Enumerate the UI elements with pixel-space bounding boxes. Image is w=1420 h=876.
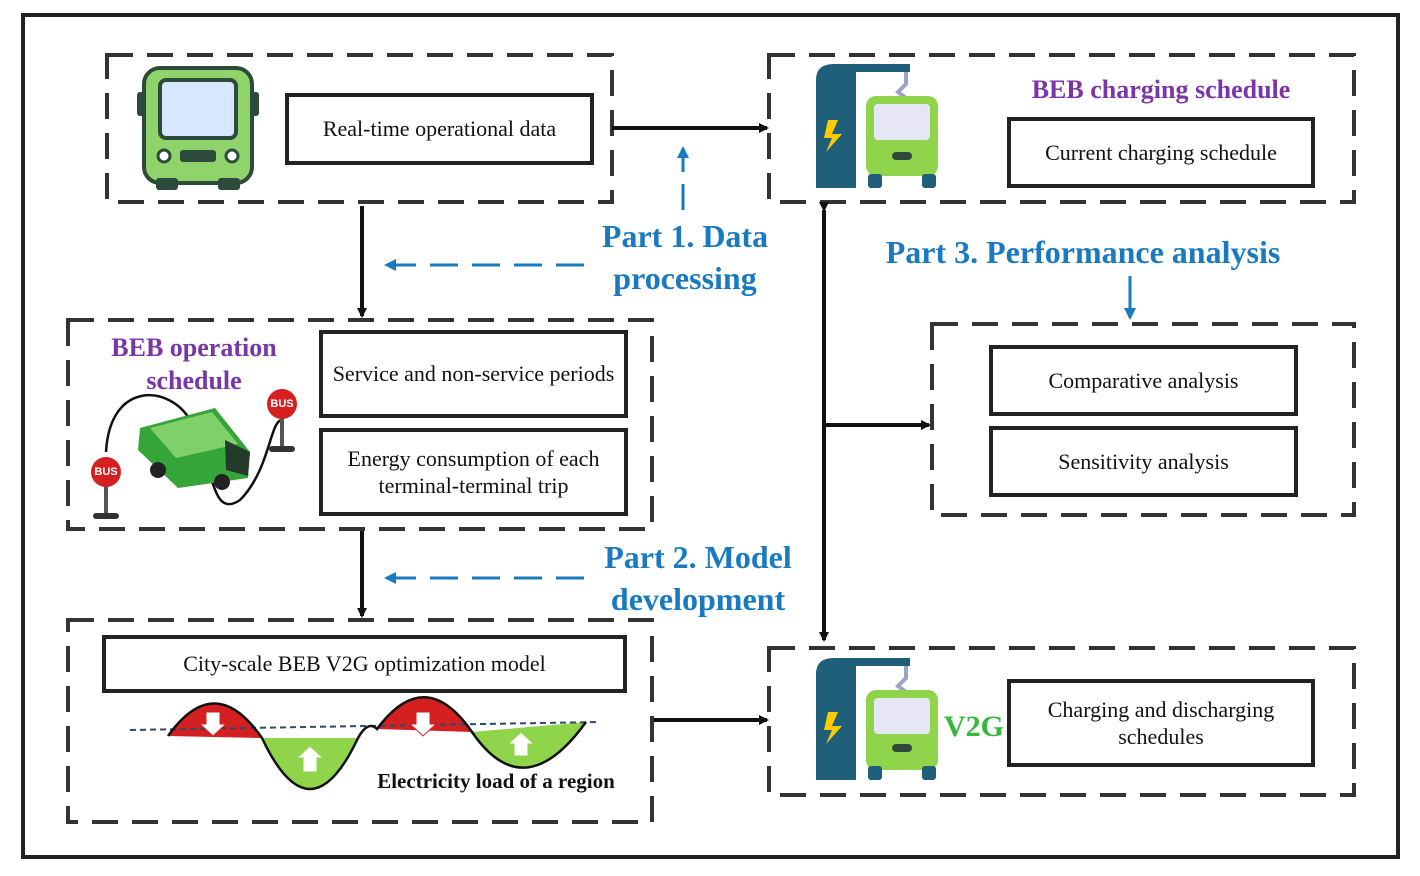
beb-charging-title: BEB charging schedule (1031, 75, 1291, 104)
bus-sign-text-right: BUS (270, 398, 294, 410)
current-charging-label: Current charging schedule (1045, 139, 1277, 165)
box-optimization (102, 635, 627, 693)
v2g-charger-bus-icon (816, 658, 938, 780)
group-operation (66, 318, 654, 531)
box-current-charging (1007, 117, 1315, 188)
box-realtime (285, 93, 594, 165)
optimization-model-label: City-scale BEB V2G optimization model (183, 651, 546, 677)
charge-discharge-label: Charging and discharging schedules (1047, 696, 1275, 750)
box-energy (319, 428, 628, 516)
part3-label: Part 3. Performance analysis (885, 234, 1281, 270)
bus-front-icon (137, 66, 259, 190)
bus-route-illustration (91, 389, 297, 519)
electricity-load-curve (129, 696, 601, 791)
group-optimization (66, 618, 654, 824)
box-service (319, 330, 628, 418)
service-periods-label: Service and non-service periods (332, 361, 615, 387)
beb-operation-title: BEB operation schedule (111, 333, 277, 395)
bus-sign-text-left: BUS (94, 466, 118, 478)
energy-consumption-label: Energy consumption of each terminal-term… (347, 445, 600, 499)
group-charging (767, 53, 1356, 204)
charger-bus-icon (816, 64, 938, 188)
sensitivity-analysis-label: Sensitivity analysis (1058, 448, 1229, 474)
bus-stop-sign-right (267, 389, 297, 419)
group-v2g (767, 646, 1356, 797)
part2-label: Part 2. Model development (604, 539, 792, 617)
box-sensitivity (989, 426, 1298, 497)
box-comparative (989, 345, 1298, 416)
box-charge-discharge (1007, 679, 1315, 767)
group-analysis (930, 322, 1356, 517)
bus-stop-sign-left (91, 457, 121, 487)
part1-label: Part 1. Data processing (601, 218, 769, 296)
electricity-load-label: Electricity load of a region (377, 769, 615, 793)
v2g-label: V2G (944, 710, 1004, 743)
green-bus-icon (138, 408, 250, 490)
outer-frame (21, 13, 1400, 859)
comparative-analysis-label: Comparative analysis (1048, 367, 1239, 393)
realtime-data-label: Real-time operational data (322, 116, 557, 142)
